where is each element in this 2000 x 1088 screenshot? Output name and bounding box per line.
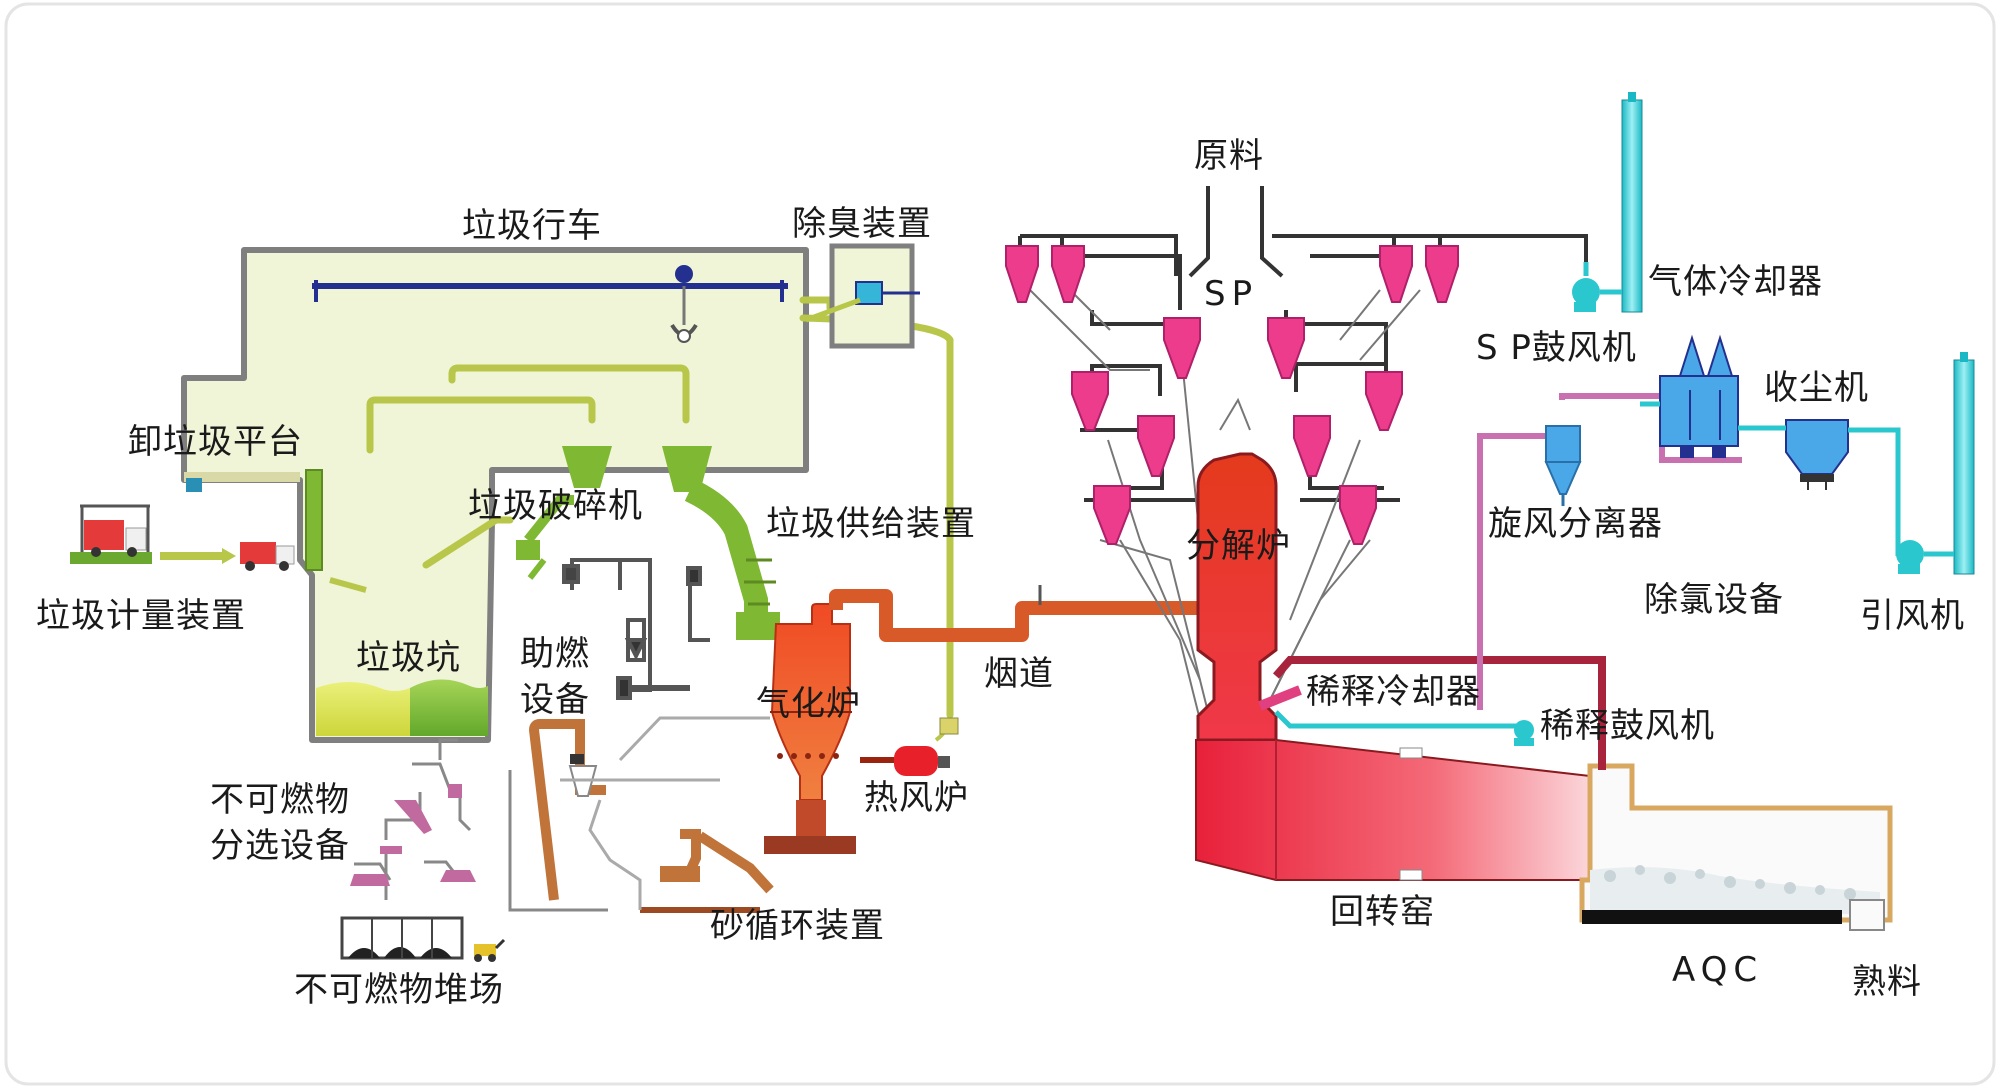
incombustible-yard-piles bbox=[340, 916, 506, 962]
label-feeding-device: 垃圾供给装置 bbox=[766, 504, 976, 544]
label-sp-fan: S P鼓风机 bbox=[1476, 328, 1637, 368]
garbage-crane bbox=[312, 265, 788, 343]
label-aqc: AQC bbox=[1672, 950, 1764, 990]
label-cyclone-separator: 旋风分离器 bbox=[1488, 504, 1663, 544]
label-sand-circulation: 砂循环装置 bbox=[710, 906, 885, 946]
sand-circulation-unit bbox=[528, 716, 774, 913]
induced-draft-fan-stack bbox=[1896, 352, 1975, 575]
image-frame bbox=[4, 2, 1996, 1086]
label-weighing-device: 垃圾计量装置 bbox=[36, 596, 246, 636]
gas-cooler-stack bbox=[1572, 92, 1643, 313]
label-hot-air-furnace: 热风炉 bbox=[864, 778, 969, 818]
gasifier-unit bbox=[764, 603, 856, 854]
label-clinker: 熟料 bbox=[1852, 962, 1922, 1002]
label-flue: 烟道 bbox=[984, 654, 1054, 694]
hot-air-furnace-unit bbox=[860, 713, 959, 776]
garbage-pit bbox=[316, 679, 488, 736]
label-chlorine-removal: 除氯设备 bbox=[1644, 580, 1784, 620]
label-rotary-kiln: 回转窑 bbox=[1330, 892, 1435, 932]
rotary-kiln bbox=[1195, 739, 1591, 881]
label-combustion-aid-line2: 设备 bbox=[520, 680, 590, 720]
sp-cyclones bbox=[1005, 245, 1459, 545]
label-induced-draft-fan: 引风机 bbox=[1860, 596, 1965, 636]
label-gas-cooler: 气体冷却器 bbox=[1648, 262, 1823, 302]
flue-duct bbox=[829, 589, 1212, 642]
label-dilution-cooler: 稀释冷却器 bbox=[1306, 672, 1481, 712]
calciner-unit bbox=[1196, 452, 1278, 742]
label-dust-collector: 收尘机 bbox=[1764, 368, 1869, 408]
label-unloading-platform: 卸垃圾平台 bbox=[128, 422, 303, 462]
aqc-cooler bbox=[1579, 763, 1893, 931]
unloading-platform-parts bbox=[184, 469, 367, 593]
label-sp: SP bbox=[1204, 274, 1259, 314]
deodorizer-unit bbox=[805, 243, 920, 349]
dilution-cooler-inlet bbox=[1258, 685, 1302, 711]
label-dilution-fan: 稀释鼓风机 bbox=[1540, 706, 1715, 746]
garbage-building bbox=[181, 247, 809, 743]
label-combustion-aid-line1: 助燃 bbox=[520, 634, 590, 674]
label-crusher: 垃圾破碎机 bbox=[468, 486, 643, 526]
dilution-fan-line bbox=[1274, 710, 1534, 746]
label-gasifier: 气化炉 bbox=[756, 684, 861, 724]
dust-collector-unit bbox=[1659, 334, 1739, 458]
label-deodorizer: 除臭装置 bbox=[792, 204, 932, 244]
cyan-gas-lines bbox=[1583, 262, 1901, 556]
label-raw-material: 原料 bbox=[1194, 136, 1264, 176]
weighing-truck bbox=[70, 504, 295, 571]
gray-gas-lines bbox=[1029, 289, 1421, 721]
label-incombustible-sorting-line2: 分选设备 bbox=[210, 826, 350, 866]
raw-material-lines bbox=[1018, 186, 1588, 278]
cyclone-separator-unit bbox=[1544, 425, 1582, 506]
bypass-duct bbox=[1272, 656, 1606, 770]
bag-filter-unit bbox=[1785, 419, 1849, 490]
label-calciner: 分解炉 bbox=[1186, 526, 1291, 566]
label-incombustible-sorting-line1: 不可燃物 bbox=[210, 780, 350, 820]
label-garbage-pit: 垃圾坑 bbox=[356, 638, 461, 678]
crusher-and-feeder bbox=[516, 446, 780, 640]
label-garbage-crane: 垃圾行车 bbox=[462, 206, 602, 246]
label-incombustible-yard: 不可燃物堆场 bbox=[294, 970, 504, 1010]
sorting-chutes bbox=[350, 784, 476, 886]
combustion-aid-equipment bbox=[562, 558, 710, 700]
